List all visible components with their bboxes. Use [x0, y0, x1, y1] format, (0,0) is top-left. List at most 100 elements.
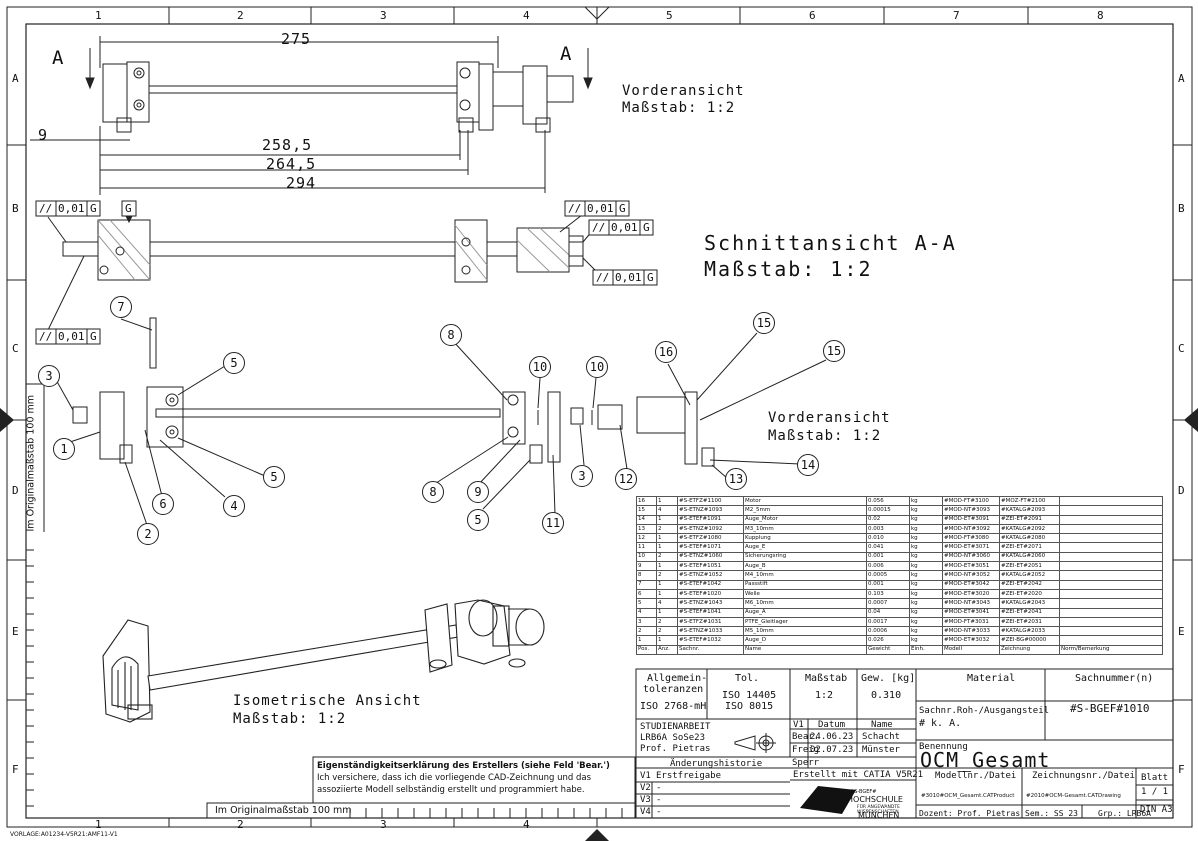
bom-cell — [1059, 570, 1163, 581]
bom-cell: Sicherungsring — [743, 551, 867, 563]
section-mark-left: A — [52, 47, 64, 69]
dim-294: 294 — [286, 174, 317, 192]
bom-cell: M2_5mm — [743, 505, 867, 516]
bom-cell: 0.04 — [866, 607, 910, 618]
gdt-sym-2: // — [568, 202, 582, 215]
tb-sperr: Sperr — [792, 758, 820, 768]
balloon-15-right: 15 — [823, 340, 845, 362]
tb-v1r: V1 — [640, 771, 651, 781]
view-title-iso: Isometrische Ansicht — [233, 693, 422, 709]
bom-cell: #KATALG#2052 — [999, 570, 1060, 581]
tb-datum: Datum — [818, 720, 846, 730]
bom-cell — [1059, 635, 1163, 646]
dim-258: 258,5 — [262, 136, 313, 154]
bom-cell: #MOD-NT#3092 — [942, 523, 1000, 535]
gdt-sym-3: // — [592, 221, 606, 234]
bom-cell: #ZEI-ET#2091 — [999, 514, 1060, 525]
gdt-val-3: 0,01 — [611, 221, 638, 234]
bom-cell: kg — [909, 495, 943, 507]
bom-cell: #KATALG#2043 — [999, 598, 1060, 609]
bom-cell: #S-ETEF#1071 — [677, 542, 744, 553]
bom-cell: kg — [909, 598, 943, 609]
bom-cell: kg — [909, 551, 943, 563]
bom-cell: 10 — [636, 551, 657, 563]
balloon-8-top: 8 — [440, 324, 462, 346]
bom-cell: #S-ETFZ#1031 — [677, 616, 744, 628]
bom-cell: M6_10mm — [743, 598, 867, 609]
tb-studien: STUDIENARBEIT — [640, 722, 711, 732]
tb-massstab-val: 1:2 — [815, 690, 834, 701]
bom-cell: 1 — [656, 607, 678, 618]
bom-cell: 0.00015 — [866, 505, 910, 516]
bom-cell: 7 — [636, 579, 657, 590]
bom-cell: #ZEI-ET#2020 — [999, 588, 1060, 600]
grid-col-6: 6 — [809, 9, 816, 22]
view-scale-iso: Maßstab: 1:2 — [233, 711, 347, 727]
bom-cell: 0.02 — [866, 514, 910, 525]
bom-cell: #S-ETNZ#1052 — [677, 570, 744, 581]
balloon-3-left: 3 — [38, 365, 60, 387]
grid-col-2: 2 — [237, 9, 244, 22]
dim-275: 275 — [281, 30, 312, 48]
grid-row-d: D — [12, 484, 19, 497]
bom-cell: Auge_Motor — [743, 514, 867, 525]
bom-cell: kg — [909, 542, 943, 553]
bom-cell: kg — [909, 579, 943, 590]
gdt-val-4: 0,01 — [615, 271, 642, 284]
bom-cell: 0.006 — [866, 561, 910, 572]
bom-cell: #ZEI-ET#2031 — [999, 616, 1060, 628]
bom-cell: #S-ETEF#1041 — [677, 607, 744, 618]
grid-row-f-right: F — [1178, 763, 1185, 776]
dim-9: 9 — [38, 126, 49, 144]
balloon-2: 2 — [137, 523, 159, 545]
logo-hochschule: HOCHSCHULE — [847, 795, 903, 804]
balloon-5-mid: 5 — [263, 466, 285, 488]
view-title-front-mid: Vorderansicht — [768, 410, 891, 426]
bom-cell: 16 — [636, 495, 657, 507]
tb-erstellt: Erstellt mit CATIA V5R21 — [793, 770, 924, 780]
bom-cell: kg — [909, 533, 943, 544]
bom-cell: M4_10mm — [743, 570, 867, 581]
bom-cell: 13 — [636, 523, 657, 535]
bom-cell: kg — [909, 523, 943, 535]
view-title-front-top: Vorderansicht — [622, 83, 745, 99]
tb-v3-dash: - — [656, 795, 662, 805]
grid-col-1-bottom: 1 — [95, 818, 102, 831]
bom-cell: 0.0007 — [866, 598, 910, 609]
tb-iso2768: ISO 2768-mH — [640, 701, 707, 712]
tb-v2: V2 — [640, 783, 651, 793]
bom-cell: 0.103 — [866, 588, 910, 600]
grid-row-c-right: C — [1178, 342, 1185, 355]
bom-cell: M3_10mm — [743, 523, 867, 535]
view-title-section: Schnittansicht A-A — [704, 231, 957, 255]
bom-cell: #MOD-FT#3031 — [942, 616, 1000, 628]
bom-cell: #MOD-ET#3032 — [942, 635, 1000, 646]
bom-cell — [1059, 542, 1163, 553]
bom-cell: kg — [909, 561, 943, 572]
bom-cell: #S-ETNZ#1060 — [677, 551, 744, 563]
bom-cell: 2 — [656, 551, 678, 563]
tb-model-file: #3010#OCM_Gesamt.CATProduct — [921, 793, 1015, 799]
tb-gew: Gew. [kg] — [861, 673, 916, 684]
bom-cell: #MOD-NT#3052 — [942, 570, 1000, 581]
bom-cell: kg — [909, 607, 943, 618]
template-footer: VORLAGE:A01234-V5R21:AMF11-V1 — [10, 831, 118, 838]
gdt-datum-4: G — [647, 271, 654, 284]
tb-tol: Tol. — [735, 673, 760, 684]
grid-col-3-bottom: 3 — [380, 818, 387, 831]
bom-cell: 1 — [656, 495, 678, 507]
tb-sachnr-roh: Sachnr.Roh-/Ausgangsteil — [919, 706, 1050, 716]
tb-bear-name: Schacht — [862, 732, 900, 742]
balloon-5-bottom: 5 — [467, 509, 489, 531]
balloon-9: 9 — [467, 481, 489, 503]
bom-cell: #S-ETEF#1042 — [677, 579, 744, 590]
bom-cell: 4 — [656, 598, 678, 609]
bom-cell: 0.0006 — [866, 626, 910, 637]
balloon-11: 11 — [542, 512, 564, 534]
